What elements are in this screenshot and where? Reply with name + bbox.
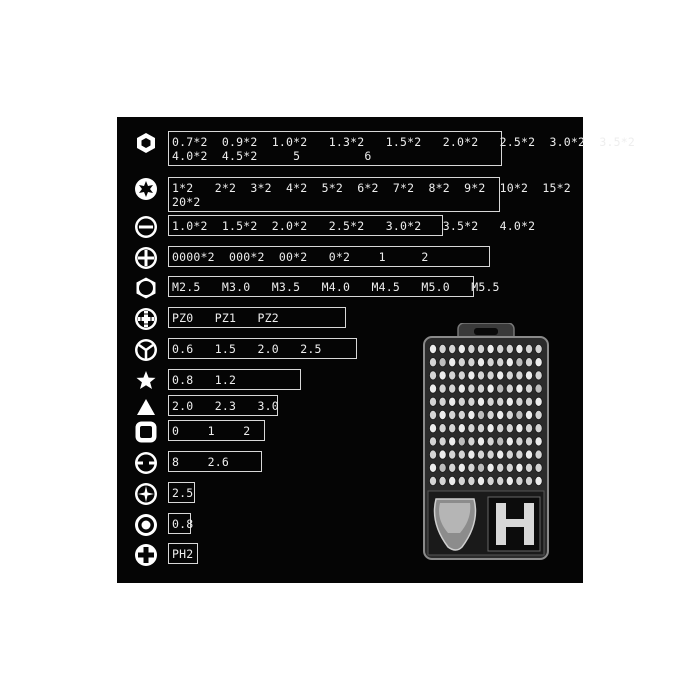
bit-size-line: M2.5 M3.0 M3.5 M4.0 M4.5 M5.0 M5.5 [172,280,500,294]
bit-size-line: 0.6 1.5 2.0 2.5 [172,342,322,356]
spanner-icon [134,451,158,475]
bit-size-line: 1*2 2*2 3*2 4*2 5*2 6*2 7*2 8*2 9*2 10*2… [172,181,571,195]
bit-size-list: PH2 [168,543,198,564]
bit-size-line: 4.0*2 4.5*2 5 6 [172,149,372,163]
bit-set-panel: 0.7*2 0.9*2 1.0*2 1.3*2 1.5*2 2.0*2 2.5*… [117,117,636,583]
bit-size-line: 0.8 [172,517,194,531]
cross-star-icon [134,482,158,506]
bit-size-list: 1.0*2 1.5*2 2.0*2 2.5*2 3.0*2 3.5*2 4.0*… [168,215,536,236]
hex-socket-icon [134,276,158,300]
ph-cross-icon [134,543,158,567]
pentalobe-icon [134,369,158,393]
bit-size-line: PH2 [172,547,194,561]
bit-size-list: 0.8 [168,513,194,534]
torx-icon [134,177,158,201]
tri-wing-icon [134,338,158,362]
screwdriver-kit-case [423,323,549,560]
bit-size-line: 0 1 2 [172,424,251,438]
bit-size-list: 8 2.6 [168,451,262,472]
phillips-icon [134,246,158,270]
bit-size-list: 2.5 [168,482,195,503]
hex-icon [134,131,158,155]
bit-size-list: 0.8 1.2 [168,369,301,390]
bit-size-list: 1*2 2*2 3*2 4*2 5*2 6*2 7*2 8*2 9*2 10*2… [168,177,571,212]
bit-size-list: 0000*2 000*2 00*2 0*2 1 2 [168,246,490,267]
bit-size-line: 0000*2 000*2 00*2 0*2 1 2 [172,250,429,264]
pozidriv-icon [134,307,158,331]
bit-size-list: 0.7*2 0.9*2 1.0*2 1.3*2 1.5*2 2.0*2 2.5*… [168,131,636,166]
bit-size-line: 8 2.6 [172,455,229,469]
bit-size-list: M2.5 M3.0 M3.5 M4.0 M4.5 M5.0 M5.5 [168,276,500,297]
bit-size-line: 0.8 1.2 [172,373,237,387]
bit-size-list: 2.0 2.3 3.0 [168,395,279,416]
square-icon [134,420,158,444]
bit-size-line: 1.0*2 1.5*2 2.0*2 2.5*2 3.0*2 3.5*2 4.0*… [172,219,536,233]
bit-size-line: PZ0 PZ1 PZ2 [172,311,279,325]
center-pin-icon [134,513,158,537]
bit-size-line: 0.7*2 0.9*2 1.0*2 1.3*2 1.5*2 2.0*2 2.5*… [172,135,636,149]
bit-size-list: PZ0 PZ1 PZ2 [168,307,346,328]
bit-size-line: 2.0 2.3 3.0 [172,399,279,413]
bit-size-list: 0.6 1.5 2.0 2.5 [168,338,357,359]
triangle-icon [134,395,158,419]
slotted-icon [134,215,158,239]
bit-size-line: 2.5 [172,486,194,500]
bit-size-line: 20*2 [172,195,201,209]
bit-size-list: 0 1 2 [168,420,265,441]
